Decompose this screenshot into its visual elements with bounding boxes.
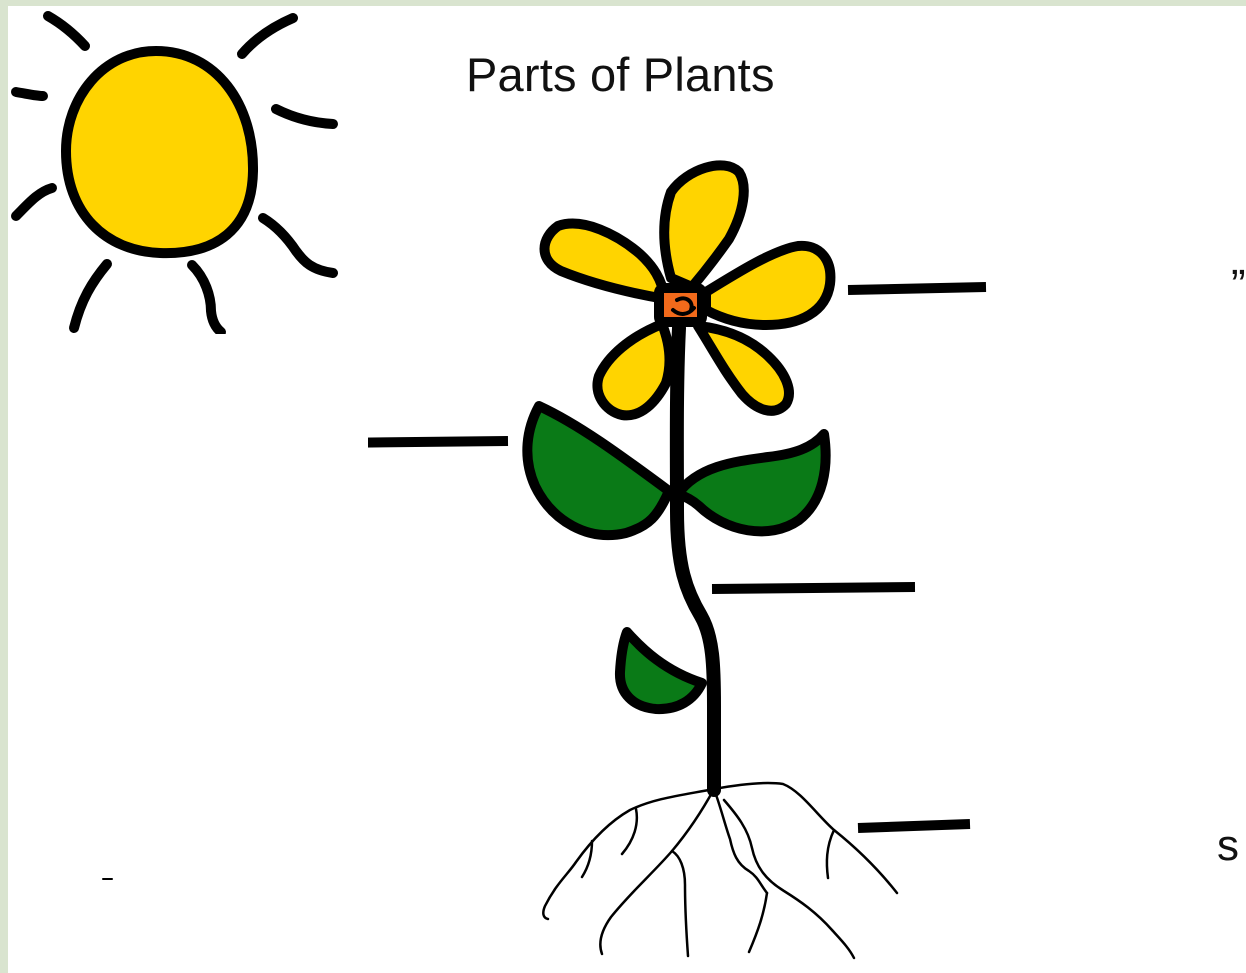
roots-icon <box>543 783 897 958</box>
parts-of-plants-diagram <box>8 6 1246 973</box>
diagram-slide: Parts of Plants <box>8 6 1246 973</box>
partial-right-edge-text-bottom: s <box>1217 821 1239 871</box>
partial-right-edge-text-top: ” <box>1231 261 1246 311</box>
stem-icon <box>677 328 714 790</box>
flower-icon <box>545 165 831 415</box>
sun-icon <box>16 16 333 332</box>
white-cover-block <box>8 334 368 464</box>
